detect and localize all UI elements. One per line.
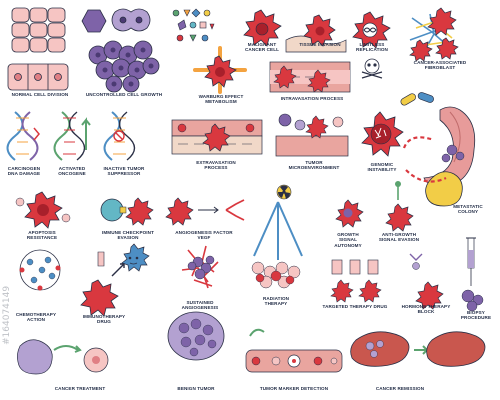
benign-tumor-icon	[167, 311, 225, 361]
purple-cell-hex	[81, 9, 107, 33]
label-anti-growth-signal-evasion: ANTI-GROWTH SIGNAL EVASION	[378, 232, 420, 243]
label-inactive-tumor-suppressor: INACTIVE TUMOR SUPPRESSOR	[103, 166, 145, 177]
inactive-tumor-suppressor-icon	[103, 111, 136, 161]
cancer-remission-icon	[350, 331, 486, 367]
label-tumor-marker-detection: TUMOR MARKER DETECTION	[259, 386, 329, 391]
label-limitless-replication: LIMITLESS REPLICATION	[356, 42, 388, 53]
genomic-instability-icon	[361, 111, 404, 157]
syringe-small-icon	[97, 251, 105, 267]
angiogenesis-factor-vegf-icon	[165, 197, 245, 226]
extravasation-process-icon	[171, 119, 263, 155]
targeted-therapy-drug-icon	[330, 259, 382, 303]
label-radiation-therapy: RADIATION THERAPY	[262, 296, 290, 307]
stock-id-watermark: #164074149	[2, 285, 12, 345]
malignant-cancer-cell-icon	[243, 9, 282, 47]
label-hormone-therapy-block: HORMONE THERAPY BLOCK	[401, 304, 451, 315]
cancer-treatment-icon	[16, 339, 109, 375]
label-growth-signal-autonomy: GROWTH SIGNAL AUTONOMY	[334, 232, 362, 248]
label-tissue-invasion: TISSUE INVASION	[299, 42, 341, 47]
mutagen-icons	[172, 8, 215, 42]
label-cancer-associated-fibroblast: CANCER-ASSOCIATED FIBROBLAST	[413, 60, 467, 71]
pill-capsules-icon	[400, 92, 434, 106]
label-metastatic-colony: METASTATIC COLONY	[453, 204, 483, 215]
purple-cell-mass	[88, 40, 160, 93]
carcinogen-dna-damage-icon	[6, 111, 40, 161]
normal-cells-grid	[11, 7, 66, 53]
immunotherapy-drug-icon	[80, 243, 150, 317]
normal-cells-division-row	[7, 63, 69, 91]
anti-growth-signal-evasion-icon	[385, 181, 414, 232]
uncontrolled-growth-illustration	[81, 8, 160, 93]
label-cancer-remission: CANCER REMISSION	[375, 386, 425, 391]
growth-signal-autonomy-icon	[335, 199, 364, 228]
warburg-effect-icon	[193, 46, 247, 94]
label-carcinogen-dna-damage: CARCINOGEN DNA DAMAGE	[7, 166, 41, 177]
biopsy-syringe-icon	[461, 237, 484, 312]
normal-cell-division-illustration	[7, 7, 69, 91]
label-malignant-cancer-cell: MALIGNANT CANCER CELL	[244, 42, 280, 53]
label-intravasation-process: INTRAVASATION PROCESS	[280, 96, 344, 101]
chemotherapy-action-icon	[19, 249, 61, 291]
label-targeted-therapy-drug: TARGETED THERAPY DRUG	[322, 304, 388, 309]
up-arrow-icon	[81, 117, 91, 150]
tumor-microenvironment-icon	[275, 113, 349, 157]
tumor-marker-detection-icon	[245, 328, 343, 373]
label-biopsy-procedure: BIOPSY PROCEDURE	[460, 310, 492, 321]
label-angiogenesis-factor-vegf: ANGIOGENESIS FACTOR VEGF	[175, 230, 233, 241]
sustained-angiogenesis-icon	[181, 245, 219, 289]
infinity-icon	[363, 27, 377, 33]
radiation-symbol-icon	[276, 184, 292, 200]
limitless-replication-icon	[352, 11, 391, 49]
label-warburg-effect-metabolism: WARBURG EFFECT METABOLISM	[198, 94, 244, 105]
label-tumor-microenvironment: TUMOR MICROENVIRONMENT	[288, 160, 340, 171]
label-apoptosis-resistance: APOPTOSIS RESISTANCE	[26, 230, 58, 241]
apoptosis-resistance-icon	[15, 191, 71, 229]
label-genomic-instability: GENOMIC INSTABILITY	[367, 162, 397, 173]
purple-cell-cluster	[111, 8, 151, 32]
label-chemotherapy-action: CHEMOTHERAPY ACTION	[15, 312, 57, 323]
label-cancer-treatment: CANCER TREATMENT	[54, 386, 106, 391]
label-extravasation-process: EXTRAVASATION PROCESS	[196, 160, 236, 171]
label-uncontrolled-cell-growth: UNCONTROLLED CELL GROWTH	[85, 92, 163, 97]
label-sustained-angiogenesis: SUSTAINED ANGIOGENESIS	[181, 300, 219, 311]
label-benign-tumor: BENIGN TUMOR	[177, 386, 215, 391]
hormone-therapy-block-icon	[409, 253, 444, 310]
toxicity-skull-icon	[361, 58, 383, 79]
tissue-invasion-icon	[285, 14, 347, 53]
label-activated-oncogene: ACTIVATED ONCOGENE	[58, 166, 86, 177]
label-immune-checkpoint-evasion: IMMUNE CHECKPOINT EVASION	[102, 230, 154, 241]
activated-oncogene-icon	[53, 111, 91, 161]
intravasation-process-icon	[269, 61, 351, 93]
metastatic-colony-icon	[402, 136, 465, 207]
cancer-associated-fibroblast-icon	[409, 7, 459, 62]
immune-checkpoint-evasion-icon	[100, 197, 154, 226]
label-normal-cell-division: NORMAL CELL DIVISION	[11, 92, 69, 97]
radiation-therapy-icon	[251, 201, 303, 289]
label-immunotherapy-drug: IMMUNOTHERAPY DRUG	[82, 314, 126, 325]
